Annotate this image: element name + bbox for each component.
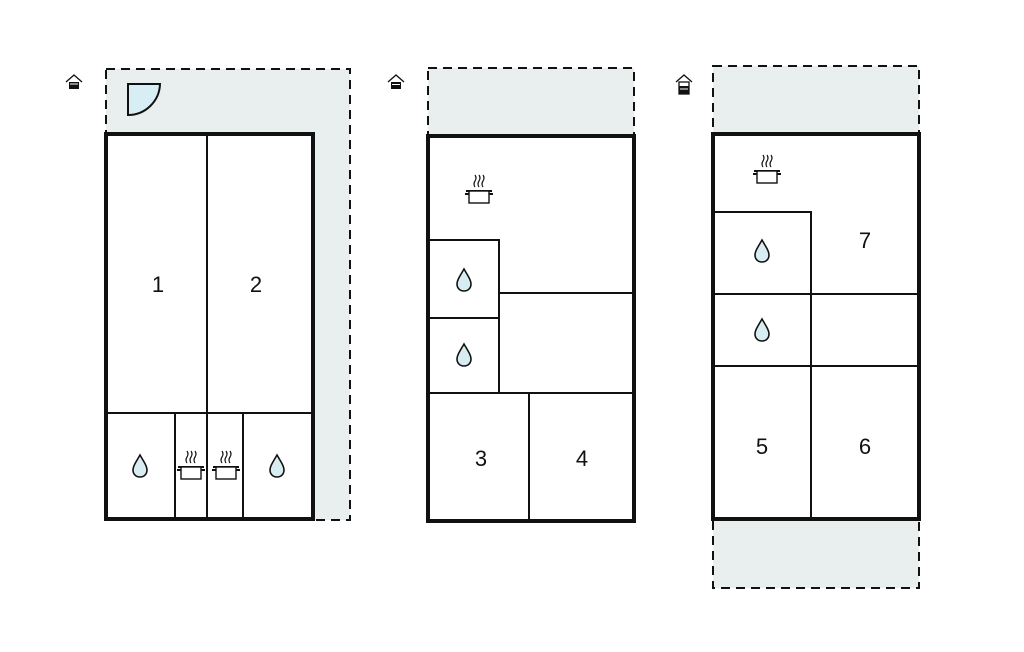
room-label: 2 — [250, 272, 262, 297]
floor-plan-3: 5 6 7 — [675, 65, 921, 589]
room-label: 4 — [576, 446, 588, 471]
door-swing-icon — [127, 83, 162, 117]
room-label: 7 — [859, 228, 871, 253]
room-label: 5 — [756, 434, 768, 459]
house-floor-icon — [65, 74, 83, 89]
balcony — [427, 67, 635, 139]
house-floor-icon — [387, 74, 405, 89]
balcony — [712, 517, 920, 589]
room-label: 3 — [475, 446, 487, 471]
balcony — [712, 65, 920, 139]
apartment-outline — [426, 134, 636, 523]
house-floor-icon — [675, 74, 693, 95]
room-label: 1 — [152, 272, 164, 297]
room-label: 6 — [859, 434, 871, 459]
apartment-outline — [711, 132, 921, 521]
floor-plan-2: 3 4 — [387, 67, 636, 523]
floor-plan-1: 1 2 — [65, 68, 351, 521]
